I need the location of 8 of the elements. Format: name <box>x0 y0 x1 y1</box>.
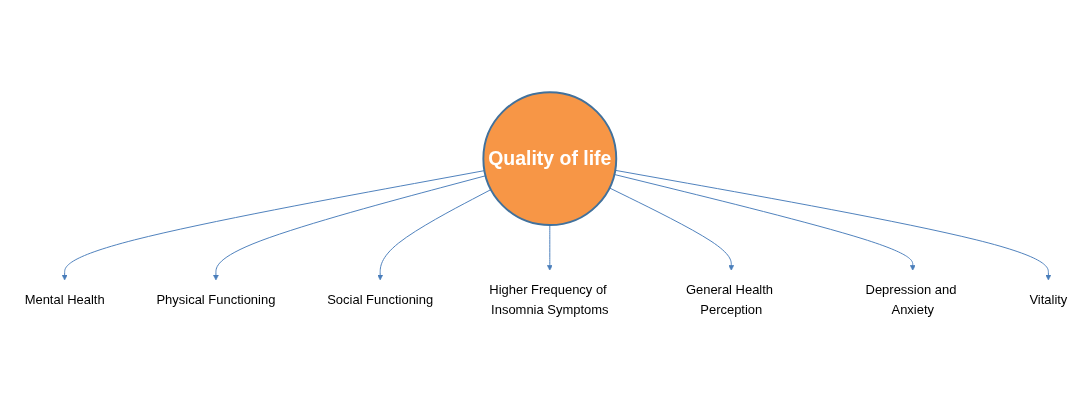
node-circle: Quality of life <box>482 90 618 226</box>
node-text: Physical Functioning <box>156 291 276 307</box>
node-text: General Health Perception <box>685 282 774 316</box>
node-text: Depression and Anxiety <box>865 282 957 316</box>
node-text: Vitality <box>1029 291 1068 307</box>
node-text: Mental Health <box>24 291 105 307</box>
node-text: Social Functioning <box>327 291 434 307</box>
node-text: Higher Frequency of Insomnia Symptoms <box>489 282 609 316</box>
